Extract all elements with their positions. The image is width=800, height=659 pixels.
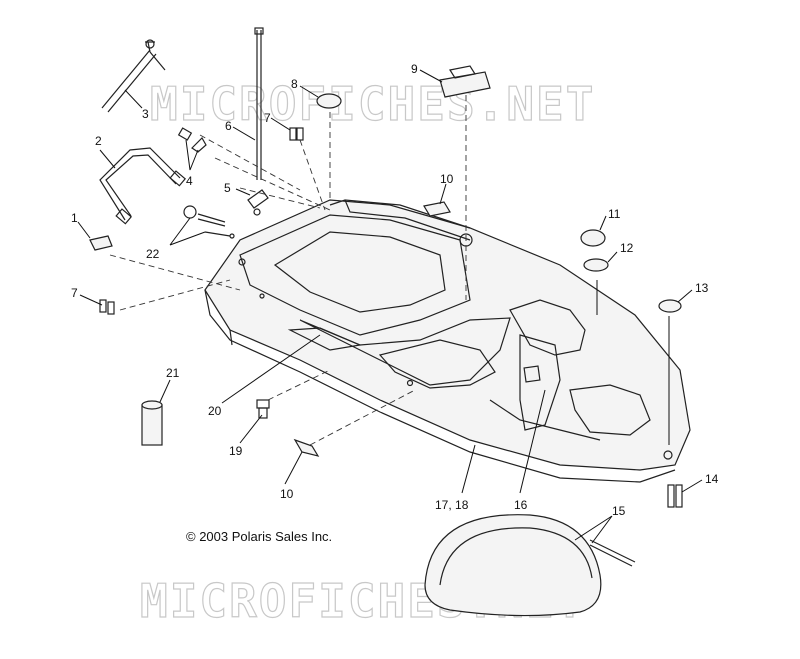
part-21-cylinder <box>141 400 163 446</box>
callout-11: 11 <box>608 207 621 221</box>
leader-lines <box>77 69 703 544</box>
part-13-plug <box>658 299 682 313</box>
callout-7-left: 7 <box>71 286 78 300</box>
callout-4: 4 <box>186 174 193 188</box>
callout-7-top: 7 <box>264 111 271 125</box>
part-14-fitting <box>667 484 683 508</box>
part-19-bolt <box>256 399 270 419</box>
copyright-text: © 2003 Polaris Sales Inc. <box>186 529 332 544</box>
part-22-screws <box>183 205 235 239</box>
part-10-clip-upper <box>423 201 451 217</box>
callout-6: 6 <box>225 119 232 133</box>
callout-8: 8 <box>291 77 298 91</box>
part-5-mount <box>247 189 269 216</box>
callout-10-lower: 10 <box>280 487 294 501</box>
callout-19: 19 <box>229 444 243 458</box>
part-15-cover <box>424 514 636 617</box>
callout-9: 9 <box>411 62 418 76</box>
callout-15: 15 <box>612 504 626 518</box>
part-9-cover <box>439 65 491 98</box>
part-4-fittings <box>177 127 207 153</box>
callout-1: 1 <box>71 211 78 225</box>
part-7-connector-left <box>99 299 115 315</box>
hull <box>204 199 691 483</box>
part-8-vent <box>316 93 342 109</box>
assembly-lines <box>109 95 467 446</box>
part-1-clip <box>89 235 113 251</box>
callout-16: 16 <box>514 498 528 512</box>
part-3-bar <box>101 39 166 113</box>
part-6-antenna <box>254 27 264 180</box>
callout-22: 22 <box>146 247 160 261</box>
callout-12: 12 <box>620 241 634 255</box>
part-12-cap <box>583 258 609 272</box>
callout-21: 21 <box>166 366 180 380</box>
part-10-clip-lower <box>293 438 320 457</box>
callout-10-upper: 10 <box>440 172 454 186</box>
callout-17-18: 17, 18 <box>435 498 469 512</box>
callout-20: 20 <box>208 404 222 418</box>
callout-2: 2 <box>95 134 102 148</box>
watermark-top: MICROFICHES.NET <box>150 77 595 131</box>
part-11-grille <box>580 229 606 247</box>
callout-13: 13 <box>695 281 709 295</box>
part-2-tube <box>99 147 187 225</box>
callout-3: 3 <box>142 107 149 121</box>
callout-5: 5 <box>224 181 231 195</box>
callout-14: 14 <box>705 472 719 486</box>
